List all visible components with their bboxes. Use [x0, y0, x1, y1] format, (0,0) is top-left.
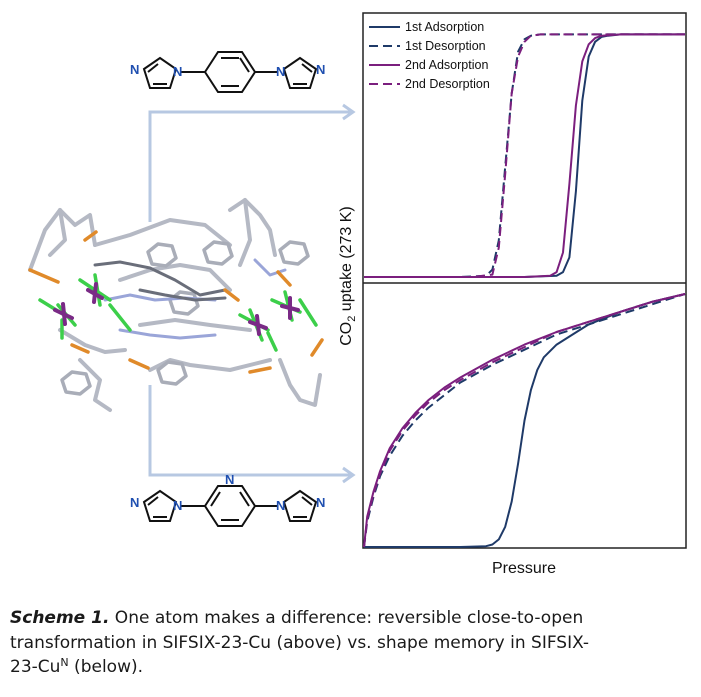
arrow-to-bottom-panel [148, 385, 356, 484]
bottom-panel-plot [363, 293, 686, 548]
series-line-1st-desorption [363, 293, 686, 548]
top-panel-plot [364, 33, 685, 278]
caption-line-1: One atom makes a difference: reversible … [109, 608, 584, 628]
atom-label-n: N [316, 62, 325, 77]
molecule-top-linker [142, 51, 318, 93]
atom-label-n: N [276, 498, 285, 513]
atom-label-n: N [316, 495, 325, 510]
series-line-1st-adsorption [364, 293, 686, 548]
caption-line-3-pre: 23-Cu [10, 657, 61, 677]
atom-label-n: N [130, 495, 139, 510]
molecule-bottom-linker [142, 485, 318, 527]
caption-superscript: N [60, 656, 69, 669]
figure-caption: Scheme 1. One atom makes a difference: r… [10, 606, 695, 680]
arrow-to-top-panel [148, 103, 356, 222]
y-axis-label: CO2 uptake (273 K) [338, 206, 358, 346]
legend-label: 2nd Adsorption [405, 58, 488, 72]
series-line-2nd-adsorption [364, 33, 685, 278]
crystal-structure [28, 198, 324, 412]
scheme-label: Scheme 1. [10, 608, 110, 628]
atom-label-n: N [130, 62, 139, 77]
figure-canvas: N N N N [28, 12, 687, 577]
series-line-2nd-desorption [363, 293, 686, 548]
atom-label-n: N [173, 498, 182, 513]
legend-label: 2nd Desorption [405, 77, 490, 91]
legend-label: 1st Desorption [405, 39, 486, 53]
chart-frame [362, 12, 687, 549]
series-line-2nd-desorption [364, 33, 685, 278]
atom-label-n: N [276, 64, 285, 79]
caption-line-2: transformation in SIFSIX-23-Cu (above) v… [10, 632, 590, 653]
x-axis-label: Pressure [492, 560, 556, 577]
atom-label-n: N [225, 472, 234, 487]
atom-label-n: N [173, 64, 182, 79]
legend-label: 1st Adsorption [405, 20, 484, 34]
chart-legend: 1st Adsorption 1st Desorption 2nd Adsorpti… [369, 20, 490, 91]
caption-line-3-post: (below). [68, 657, 144, 677]
